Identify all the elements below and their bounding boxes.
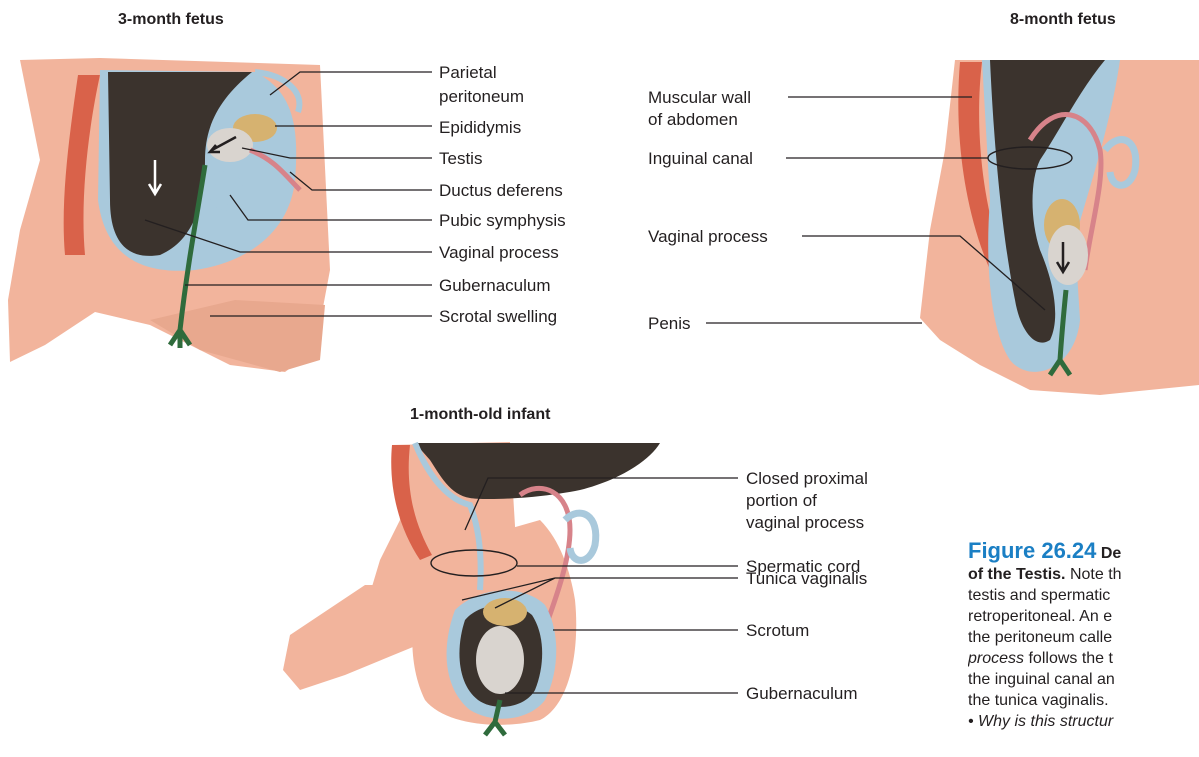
fetus8-testis [1048,225,1088,285]
infant-label-gubernaculum: Gubernaculum [746,683,858,704]
caption-line-8: the tunica vaginalis. [968,690,1199,711]
caption-question-text: • Why is this structur [968,713,1113,730]
fetus3-label-scrotal-swelling: Scrotal swelling [439,306,557,327]
caption-line-6: process follows the t [968,648,1199,669]
fetus3-label-pubic-symphysis: Pubic symphysis [439,210,566,231]
infant-label-closed-proximal: Closed proximal [746,468,868,489]
infant-illustration [283,442,660,735]
fetus8-label-penis: Penis [648,313,691,334]
fetus3-label-vaginal-process: Vaginal process [439,242,559,263]
fetus3-label-peritoneum: peritoneum [439,86,524,107]
caption-line-7: the inguinal canal an [968,669,1199,690]
caption-title-part1: De [1101,545,1121,562]
infant-label-tunica-vaginalis: Tunica vaginalis [746,568,867,589]
infant-testis [476,626,524,694]
caption-line-3: testis and spermatic [968,585,1199,606]
fetus3-illustration [8,58,330,372]
fetus8-label-vaginal-process: Vaginal process [648,226,768,247]
fetus3-testis [207,128,253,162]
caption-question: • Why is this structur [968,711,1199,732]
fetus3-title: 3-month fetus [118,11,224,29]
caption-line1-rest: Note th [1070,566,1122,583]
infant-label-portion-of: portion of [746,490,817,511]
fetus8-illustration [920,60,1199,395]
caption-line-1: Figure 26.24 De [968,540,1199,564]
caption-line-5: the peritoneum calle [968,627,1199,648]
fetus8-title: 8-month fetus [1010,11,1116,29]
caption-line-4: retroperitoneal. An e [968,606,1199,627]
figure-caption: Figure 26.24 De of the Testis. Note th t… [968,540,1199,732]
caption-italic-process: process [968,650,1024,667]
infant-epididymis [483,598,527,626]
fetus3-label-testis: Testis [439,148,482,169]
caption-line5-rest: follows the t [1028,650,1112,667]
fetus8-label-inguinal-canal: Inguinal canal [648,148,753,169]
infant-label-scrotum: Scrotum [746,620,809,641]
caption-line-2: of the Testis. Note th [968,564,1199,585]
caption-title-part2: of the Testis. [968,566,1066,583]
fetus3-label-epididymis: Epididymis [439,117,521,138]
fetus3-label-gubernaculum: Gubernaculum [439,275,551,296]
fetus8-label-muscular-wall: Muscular wall [648,87,751,108]
caption-figure-number: Figure 26.24 [968,540,1096,563]
fetus3-label-ductus-deferens: Ductus deferens [439,180,563,201]
infant-label-vaginal-process: vaginal process [746,512,864,533]
infant-title: 1-month-old infant [410,406,550,424]
fetus8-label-of-abdomen: of abdomen [648,109,738,130]
fetus3-label-parietal: Parietal [439,62,497,83]
